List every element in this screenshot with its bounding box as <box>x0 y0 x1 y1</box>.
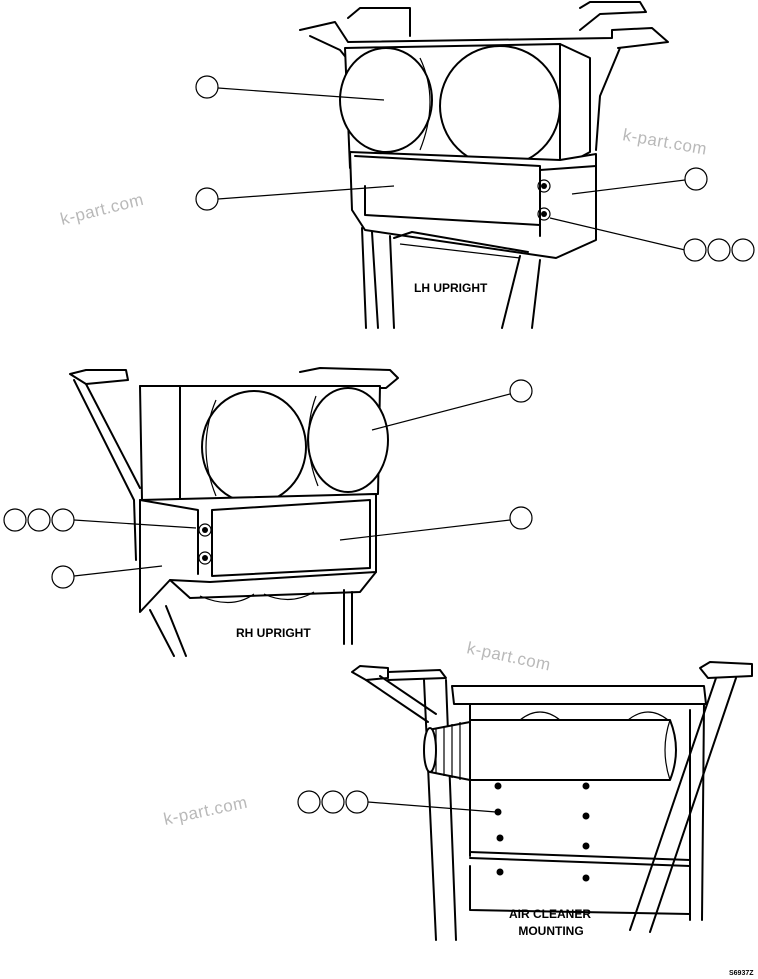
air-cleaner-canister <box>469 719 677 781</box>
callout-4c <box>345 790 369 814</box>
callout-4b <box>707 238 731 262</box>
callout-4c <box>731 238 755 262</box>
bolt-hole <box>582 782 590 790</box>
callout-4b <box>27 508 51 532</box>
callout-4a <box>297 790 321 814</box>
bolt-hole <box>496 868 504 876</box>
callout-3 <box>51 565 75 589</box>
watermark-2: k-part.com <box>58 190 145 229</box>
callout-2 <box>195 187 219 211</box>
filter-element-right <box>439 45 561 167</box>
view-label-air-cleaner: AIR CLEANER <box>509 907 591 921</box>
bolt-hole <box>582 874 590 882</box>
bolt-hole <box>582 842 590 850</box>
view-label-lh-upright: LH UPRIGHT <box>414 281 488 295</box>
view-label-rh-upright: RH UPRIGHT <box>236 626 311 640</box>
bolt-hole <box>202 527 208 533</box>
watermark-1: k-part.com <box>621 125 708 159</box>
view-air-cleaner-mounting: AIR CLEANER MOUNTING <box>297 661 753 941</box>
filter-element-right <box>307 387 389 493</box>
bolt-hole <box>541 183 547 189</box>
bolt-hole <box>582 812 590 820</box>
callout-4c <box>51 508 75 532</box>
bolt-hole <box>541 211 547 217</box>
filter-element-left <box>339 47 433 153</box>
filter-element-left <box>201 390 307 504</box>
callout-3 <box>684 167 708 191</box>
callout-4b <box>321 790 345 814</box>
view-label-air-cleaner-line2: MOUNTING <box>518 924 583 938</box>
callout-1 <box>509 379 533 403</box>
bolt-hole <box>496 834 504 842</box>
bolt-hole <box>202 555 208 561</box>
callout-4a <box>683 238 707 262</box>
view-rh-upright: RH UPRIGHT <box>3 367 533 657</box>
callout-2 <box>509 506 533 530</box>
view-lh-upright: LH UPRIGHT <box>195 1 755 329</box>
watermark-3: k-part.com <box>465 638 552 674</box>
bolt-hole <box>494 808 502 816</box>
drawing-code: S6937Z <box>729 970 754 977</box>
callout-1 <box>195 75 219 99</box>
callout-4a <box>3 508 27 532</box>
watermark-4: k-part.com <box>162 793 249 829</box>
bolt-hole <box>494 782 502 790</box>
